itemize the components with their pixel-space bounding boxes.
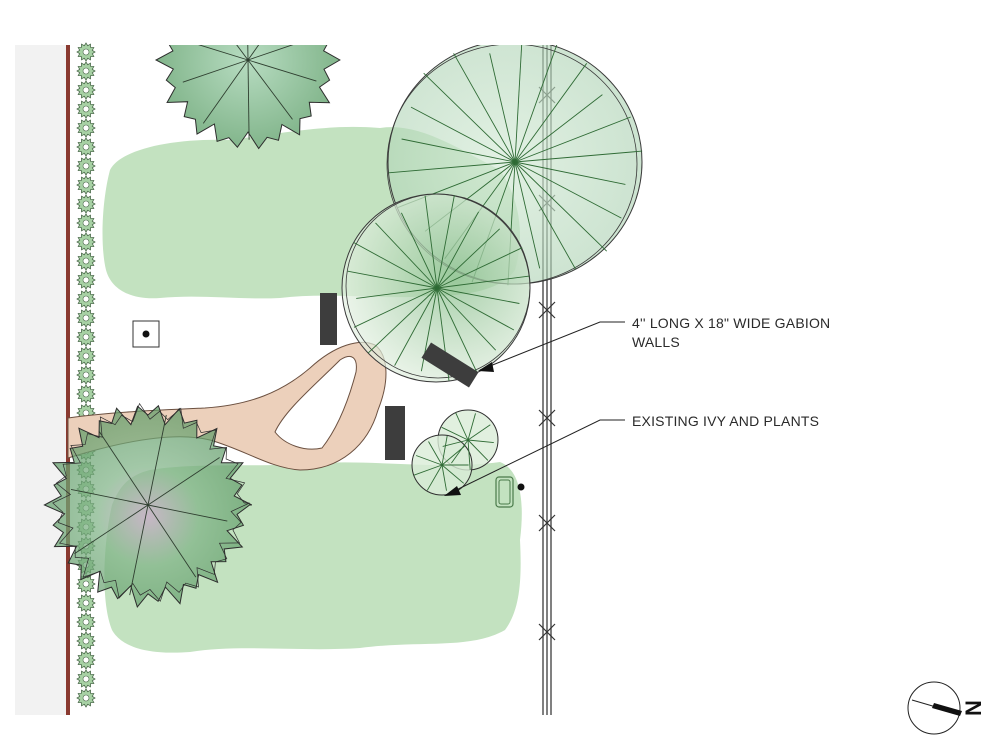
- gabion-wall-2: [385, 406, 405, 460]
- shrub-icon: [76, 156, 96, 176]
- shrub-icon: [76, 137, 96, 157]
- tree-lower-left: [43, 402, 253, 608]
- property-line: [66, 45, 70, 715]
- shrub-icon: [76, 194, 96, 214]
- shrub-icon: [76, 42, 96, 62]
- shrub-icon: [76, 99, 96, 119]
- shrub-icon: [76, 175, 96, 195]
- shrub-icon: [76, 270, 96, 290]
- callout-gabion-walls: 4'' LONG X 18" WIDE GABION WALLS: [632, 314, 872, 352]
- shrub-icon: [76, 593, 96, 613]
- north-arrow-icon: N: [907, 681, 986, 735]
- tree-top-left: [154, 45, 341, 150]
- shrub-icon: [76, 232, 96, 252]
- shrub-icon: [76, 384, 96, 404]
- shrub-icon: [76, 118, 96, 138]
- north-arrow-letter: N: [961, 700, 986, 716]
- utility-box-icon: [132, 320, 160, 348]
- shrub-icon: [76, 289, 96, 309]
- callout-gabion-line1: 4'' LONG X 18" WIDE GABION: [632, 315, 831, 331]
- meter-box-icon: [495, 476, 525, 508]
- callout-leader-ivy: [444, 419, 625, 496]
- shrub-icon: [76, 612, 96, 632]
- gabion-wall-3: [421, 342, 479, 388]
- shrub-icon: [76, 669, 96, 689]
- callout-existing-ivy: EXISTING IVY AND PLANTS: [632, 413, 820, 429]
- hedge-row: [76, 42, 96, 708]
- shrub-icon: [76, 308, 96, 328]
- existing-ivy-plants: [411, 409, 499, 496]
- callout-leader-gabion: [478, 321, 625, 372]
- shrub-icon: [76, 327, 96, 347]
- shrub-icon: [76, 631, 96, 651]
- medium-tree-canopy: [341, 193, 531, 383]
- shrub-icon: [76, 688, 96, 708]
- shrub-icon: [76, 346, 96, 366]
- shrub-icon: [76, 251, 96, 271]
- shrub-icon: [76, 650, 96, 670]
- callout-gabion-line2: WALLS: [632, 334, 680, 350]
- shrub-icon: [76, 61, 96, 81]
- shrub-icon: [76, 365, 96, 385]
- sidewalk: [15, 45, 67, 715]
- shrub-icon: [76, 80, 96, 100]
- gabion-wall-1: [320, 293, 337, 345]
- shrub-icon: [76, 213, 96, 233]
